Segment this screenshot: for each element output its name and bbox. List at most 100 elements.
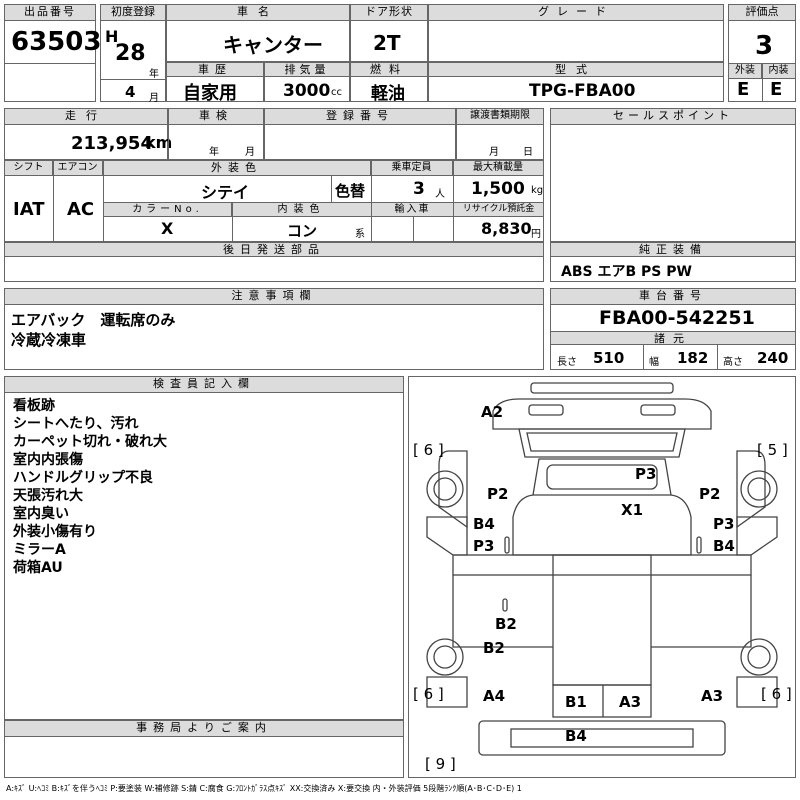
lot-no: 63503: [11, 27, 102, 57]
capacity: 3: [413, 179, 425, 199]
import-header: 輸入車: [372, 203, 453, 217]
displacement-box: 排気量 3000 cc: [264, 62, 350, 102]
length-label: 長さ: [557, 357, 577, 368]
aircon: AC: [67, 199, 95, 220]
mark-b2-left: B2: [483, 639, 505, 657]
shift-header: シフト: [5, 161, 53, 176]
model-code-box: 型式 TPG-FBA00: [428, 62, 724, 102]
mark-x1: X1: [621, 501, 644, 519]
grade-header: グレード: [429, 5, 723, 21]
mark-b2-mid: B2: [495, 615, 517, 633]
int-color: コン: [287, 222, 318, 240]
capacity-header: 乗車定員: [371, 161, 453, 176]
legend: A:ｷｽﾞ U:ﾍｺﾐ B:ｷｽﾞを伴うﾍｺﾐ P:要塗装 W:補修跡 S:錆 …: [6, 784, 522, 793]
note-5: ハンドルグリップ不良: [13, 470, 153, 486]
inspection-header: 車検: [169, 109, 263, 125]
inspection-month-unit: 月: [245, 147, 255, 158]
color-no-header: カラーNo.: [104, 203, 232, 217]
exterior-header: 外装: [729, 64, 762, 79]
lot-no-box: 出品番号 63503: [4, 4, 101, 102]
note-9: ミラーA: [13, 542, 66, 558]
later-parts-box: 後日発送部品: [4, 242, 544, 282]
note-10: 荷箱AU: [13, 560, 63, 576]
interior-header: 内装: [762, 64, 795, 79]
history: 自家用: [183, 83, 237, 104]
later-parts-header: 後日発送部品: [5, 243, 543, 257]
caution-box: 注意事項欄 エアバック 運転席のみ 冷蔵冷凍車: [4, 288, 544, 370]
length: 510: [593, 349, 625, 367]
genuine-equip-header: 純正装備: [551, 243, 795, 257]
first-reg-header: 初度登録: [101, 5, 165, 21]
car-name: キャンター: [223, 33, 323, 57]
chassis-header: 車台番号: [551, 289, 795, 305]
fuel: 軽油: [371, 84, 405, 104]
door-type-box: ドア形状 2T: [350, 4, 428, 62]
mark-b4-left: B4: [473, 515, 495, 533]
mark-a4: A4: [483, 687, 506, 705]
inspector-notes-box: 検査員記入欄 看板跡 シートへたり、汚れ カーペット切れ・破れ大 室内内張傷 ハ…: [4, 376, 404, 720]
ext-color-header: 外装色: [103, 161, 371, 176]
width-label: 幅: [649, 357, 659, 368]
car-diagram: A2 [ 6 ] [ 5 ] P3 P2 P2 X1 B4 P3 P3 B4 B…: [408, 376, 796, 778]
door-type-header: ドア形状: [351, 5, 427, 21]
int-color-suffix: 系: [355, 229, 365, 240]
recycle-fee: 8,830: [481, 219, 532, 238]
mark-p3-right: P3: [713, 515, 735, 533]
mark-b4-bottom: B4: [565, 727, 587, 745]
sales-point-box: セールスポイント: [550, 108, 796, 242]
office-notes-box: 事務局よりご案内: [4, 720, 404, 778]
int-color-header: 内装色: [232, 203, 371, 217]
model-code: TPG-FBA00: [529, 81, 636, 101]
note-6: 天張汚れ大: [13, 488, 83, 504]
max-load: 1,500: [471, 179, 525, 199]
score-header: 評価点: [729, 5, 795, 21]
recycle-unit: 円: [531, 229, 541, 240]
specs-header: 諸元: [551, 331, 795, 345]
mileage-box: 走行 213,954 km: [4, 108, 172, 160]
max-load-header: 最大積載量: [453, 161, 543, 176]
history-header: 車歴: [167, 63, 263, 77]
mark-b1: B1: [565, 693, 587, 711]
reg-month: 4: [125, 83, 136, 101]
caution-header: 注意事項欄: [5, 289, 543, 305]
transfer-box: 譲渡書類期限 月 日: [456, 108, 544, 160]
caution-line2: 冷蔵冷凍車: [11, 331, 87, 349]
mark-p2-left: P2: [487, 485, 509, 503]
mark-a2: A2: [481, 403, 504, 421]
recycle-header: リサイクル預託金: [454, 203, 543, 217]
fuel-box: 燃料 軽油: [350, 62, 428, 104]
car-outline-diagram: [426, 382, 778, 756]
reg-month-unit: 月: [149, 93, 159, 104]
width: 182: [677, 349, 709, 367]
note-3: カーペット切れ・破れ大: [13, 434, 167, 450]
caution-line1: エアバック 運転席のみ: [11, 311, 176, 329]
chassis-box: 車台番号 FBA00-542251 諸元 長さ 510 幅 182 高さ 240: [550, 288, 796, 370]
transfer-header: 譲渡書類期限: [457, 109, 543, 125]
car-name-header: 車名: [167, 5, 349, 21]
interior-grade: E: [770, 79, 783, 100]
note-8: 外装小傷有り: [13, 524, 97, 540]
reg-year: 28: [115, 41, 146, 66]
car-name-box: 車名 キャンター: [166, 4, 350, 62]
label-six-left-top: [ 6 ]: [413, 441, 444, 459]
reg-no-header: 登録番号: [265, 109, 455, 125]
inspection-year-unit: 年: [209, 147, 219, 158]
note-7: 室内臭い: [13, 506, 69, 522]
transfer-month-unit: 月: [489, 147, 499, 158]
color-no: X: [161, 219, 174, 238]
mark-a3-right: A3: [701, 687, 724, 705]
note-2: シートへたり、汚れ: [13, 416, 139, 432]
genuine-equip: ABS エアB PS PW: [561, 264, 692, 280]
label-five-right-top: [ 5 ]: [757, 441, 788, 459]
inspector-notes-header: 検査員記入欄: [5, 377, 403, 393]
displacement-header: 排気量: [265, 63, 349, 77]
score-box: 評価点 3 外装 内装 E E: [728, 4, 796, 102]
label-six-left-bottom: [ 6 ]: [413, 685, 444, 703]
mark-p2-right: P2: [699, 485, 721, 503]
displacement: 3000: [283, 81, 331, 101]
max-load-unit: kg: [531, 185, 544, 196]
label-nine-bottom: [ 9 ]: [425, 755, 456, 773]
displacement-unit: cc: [331, 87, 342, 98]
office-notes-header: 事務局よりご案内: [5, 721, 403, 737]
mark-p3-top: P3: [635, 465, 657, 483]
